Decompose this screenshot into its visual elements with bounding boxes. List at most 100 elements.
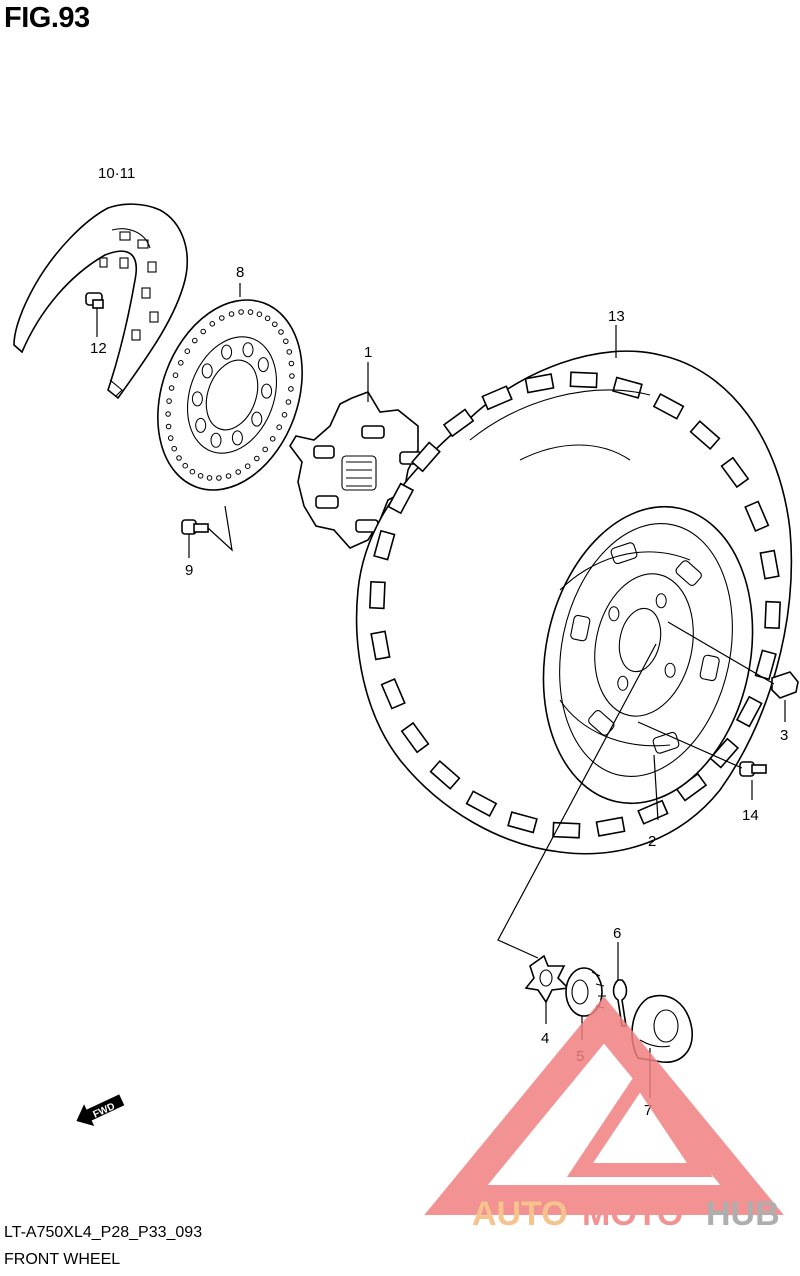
callout-14: 14 bbox=[742, 807, 759, 824]
disc-hole bbox=[288, 360, 295, 367]
fwd-label: FWD bbox=[91, 1101, 116, 1121]
tread-lug bbox=[442, 408, 475, 438]
disc-hole bbox=[244, 463, 251, 470]
disc-hole bbox=[247, 309, 254, 315]
tread-lug bbox=[569, 371, 598, 389]
wheel-hub bbox=[289, 391, 423, 549]
disc-hole bbox=[219, 315, 225, 321]
callout-12: 12 bbox=[90, 340, 107, 357]
disc-hole bbox=[262, 446, 269, 453]
rim-stud-hole bbox=[655, 593, 667, 609]
disc-hole bbox=[209, 321, 216, 327]
disc-hole bbox=[235, 469, 241, 475]
disc-hole bbox=[276, 424, 283, 431]
tread-lug bbox=[507, 811, 538, 834]
disc-hole bbox=[171, 445, 177, 452]
tread-lug bbox=[465, 790, 498, 817]
disc-hole bbox=[264, 315, 271, 322]
disc-hole bbox=[216, 475, 222, 481]
tire-valve bbox=[637, 721, 767, 800]
rim-window bbox=[699, 654, 720, 682]
figure-title: FIG.93 bbox=[4, 2, 90, 34]
callout-4: 4 bbox=[541, 1030, 549, 1047]
disc-hole bbox=[238, 309, 244, 315]
tread-lug bbox=[387, 482, 415, 515]
disc-slot bbox=[242, 342, 254, 358]
disc-hole bbox=[184, 348, 191, 355]
diagram-code: LT-A750XL4_P28_P33_093 bbox=[4, 1224, 203, 1241]
tread-lug bbox=[759, 549, 780, 580]
wheel-nut bbox=[667, 621, 799, 722]
disc-slot bbox=[195, 417, 207, 433]
tread-lug bbox=[410, 441, 441, 473]
tread-lug bbox=[373, 529, 396, 561]
watermark-moto: MOTO bbox=[582, 1195, 683, 1233]
tread-lug bbox=[429, 759, 461, 790]
disc-slot bbox=[221, 344, 233, 360]
callout-10-11: 10·11 bbox=[98, 165, 135, 182]
disc-hole bbox=[192, 337, 198, 344]
tread-lug bbox=[709, 737, 740, 769]
disc-hole bbox=[165, 423, 172, 430]
disc-hole bbox=[281, 412, 288, 418]
disc-hole bbox=[269, 436, 276, 442]
rim-stud-hole bbox=[617, 675, 629, 691]
tread-lug bbox=[524, 373, 555, 394]
disc-hole bbox=[285, 399, 292, 405]
tread-lug bbox=[689, 420, 721, 451]
disc-hole bbox=[272, 321, 278, 328]
disc-hole bbox=[182, 462, 188, 469]
disc-slot bbox=[201, 363, 213, 379]
disc-slot bbox=[191, 391, 203, 407]
disc-slot bbox=[251, 411, 263, 427]
disc-hole bbox=[178, 360, 184, 366]
tread-lug bbox=[595, 816, 626, 837]
tread-lug bbox=[764, 600, 781, 630]
disc-hole bbox=[197, 473, 204, 479]
disc-hole bbox=[278, 329, 284, 335]
watermark-triangle-icon bbox=[424, 996, 784, 1215]
disc-slot bbox=[261, 383, 273, 399]
tread-lug bbox=[370, 630, 391, 661]
disc-hole bbox=[228, 311, 235, 317]
hub-stud bbox=[313, 425, 423, 533]
disc-hole bbox=[206, 475, 213, 481]
disc-hole bbox=[172, 372, 179, 379]
disc-hole bbox=[225, 473, 232, 479]
disc-hole bbox=[253, 455, 260, 462]
wheel-rim bbox=[542, 505, 754, 805]
disc-hole bbox=[256, 311, 263, 318]
callout-13: 13 bbox=[608, 308, 625, 325]
bolt-9 bbox=[181, 505, 233, 558]
disc-hole bbox=[166, 398, 172, 404]
tread-lug bbox=[735, 695, 763, 728]
disc-slot bbox=[210, 432, 222, 448]
disc-hole bbox=[283, 338, 289, 345]
tread-lug bbox=[720, 456, 750, 489]
disc-hole bbox=[286, 349, 293, 355]
watermark-auto: AUTO bbox=[472, 1195, 568, 1233]
watermark-hub: HUB bbox=[706, 1195, 780, 1233]
callout-2: 2 bbox=[648, 833, 656, 850]
tread-lug bbox=[552, 821, 581, 839]
callout-8: 8 bbox=[236, 264, 244, 281]
disc-hole bbox=[168, 385, 175, 391]
disc-hole bbox=[200, 328, 206, 335]
rim-stud-hole bbox=[608, 606, 620, 622]
disc-slot bbox=[231, 430, 243, 446]
tread-lug bbox=[481, 385, 513, 411]
bolt-12 bbox=[85, 292, 104, 337]
rim-window bbox=[675, 560, 702, 586]
tread-lug bbox=[612, 376, 643, 399]
rim-window bbox=[570, 614, 591, 642]
callout-6: 6 bbox=[613, 925, 621, 942]
callout-7: 7 bbox=[644, 1102, 652, 1119]
tread-lug bbox=[369, 580, 386, 610]
lock-washer bbox=[524, 954, 570, 1024]
disc-hole bbox=[288, 386, 294, 392]
disc-hole bbox=[176, 455, 182, 461]
hub-cap bbox=[631, 994, 693, 1098]
watermark: AUTO MOTO HUB bbox=[424, 996, 784, 1233]
tread-lug bbox=[652, 393, 685, 420]
